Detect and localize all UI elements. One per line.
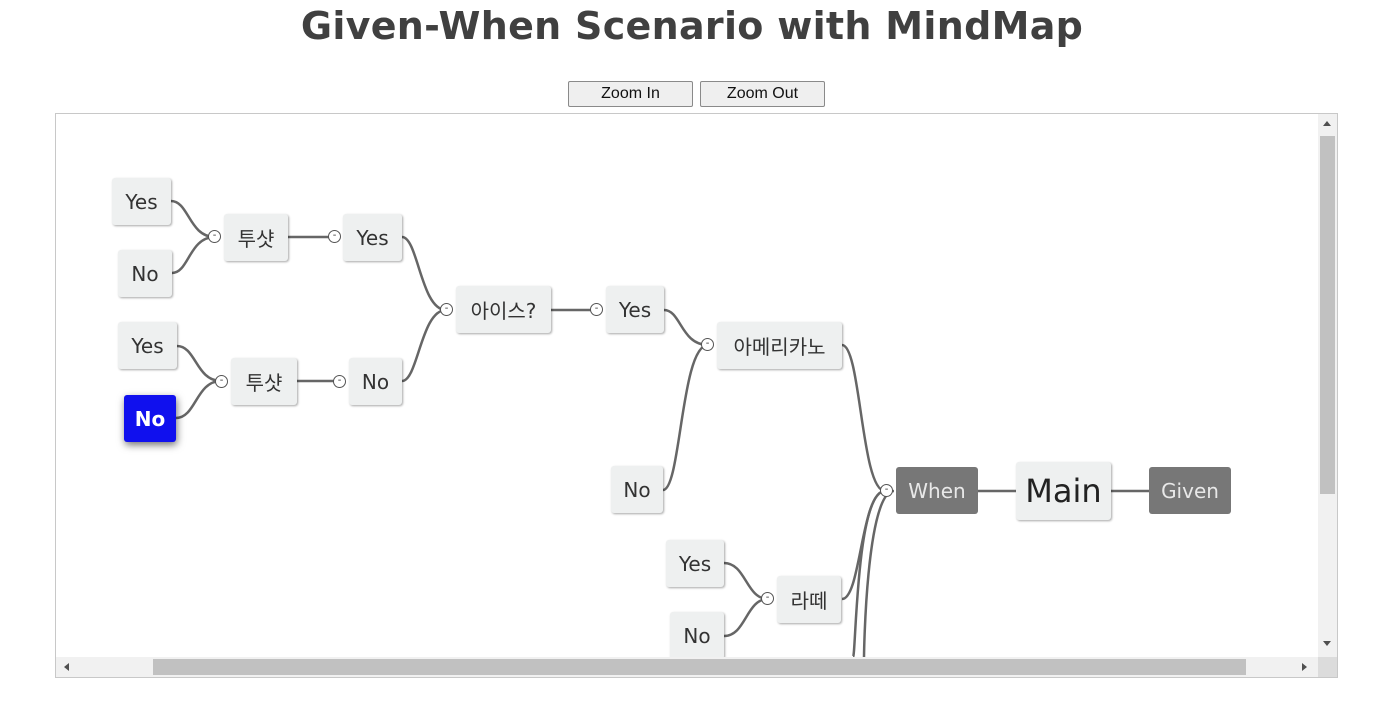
connector-lines [170,199,1149,657]
ice-no-branch-node[interactable]: No [349,358,402,405]
shot-top-yes-node[interactable]: Yes [112,178,171,225]
latte-yes-node[interactable]: Yes [666,540,724,587]
zoom-in-button[interactable]: Zoom In [568,81,693,107]
zoom-out-button[interactable]: Zoom Out [700,81,825,107]
collapse-latte-toggle[interactable]: - [761,592,774,605]
collapse-shot-top-toggle[interactable]: - [208,230,221,243]
mindmap-viewport[interactable]: Given Main When 아메리카노 No Yes 아이스? Yes No… [55,113,1338,678]
scroll-down-icon[interactable] [1323,641,1331,646]
shot-node-top[interactable]: 투샷 [224,214,288,261]
mindmap-canvas: Given Main When 아메리카노 No Yes 아이스? Yes No… [56,114,1318,657]
collapse-when-toggle[interactable]: - [880,484,893,497]
shot-bottom-yes-node[interactable]: Yes [118,322,177,369]
americano-node[interactable]: 아메리카노 [717,322,842,369]
ice-question-node[interactable]: 아이스? [456,286,551,333]
main-node[interactable]: Main [1016,462,1111,520]
ice-yes-branch-node[interactable]: Yes [343,214,402,261]
collapse-ice-toggle[interactable]: - [440,303,453,316]
collapse-americano-toggle[interactable]: - [701,338,714,351]
when-node[interactable]: When [896,467,978,514]
scrollbar-corner [1318,657,1337,677]
ice-yes-node[interactable]: Yes [606,286,664,333]
vertical-scroll-thumb[interactable] [1320,136,1335,494]
scroll-up-icon[interactable] [1323,121,1331,126]
collapse-shot-bottom-toggle[interactable]: - [215,375,228,388]
collapse-ice-yes-toggle[interactable]: - [328,230,341,243]
vertical-scrollbar[interactable] [1318,114,1337,657]
shot-bottom-no-node-selected[interactable]: No [124,395,176,442]
americano-no-node[interactable]: No [611,466,663,513]
shot-node-bottom[interactable]: 투샷 [231,358,297,405]
scroll-right-icon[interactable] [1302,663,1307,671]
collapse-ice-no-toggle[interactable]: - [333,375,346,388]
given-node[interactable]: Given [1149,467,1231,514]
shot-top-no-node[interactable]: No [118,250,172,297]
page-title: Given-When Scenario with MindMap [300,4,1084,48]
latte-no-node[interactable]: No [670,612,724,657]
horizontal-scrollbar[interactable] [56,657,1318,677]
latte-node[interactable]: 라떼 [777,576,841,623]
collapse-yes-toggle[interactable]: - [590,303,603,316]
horizontal-scroll-thumb[interactable] [153,659,1246,675]
scroll-left-icon[interactable] [64,663,69,671]
